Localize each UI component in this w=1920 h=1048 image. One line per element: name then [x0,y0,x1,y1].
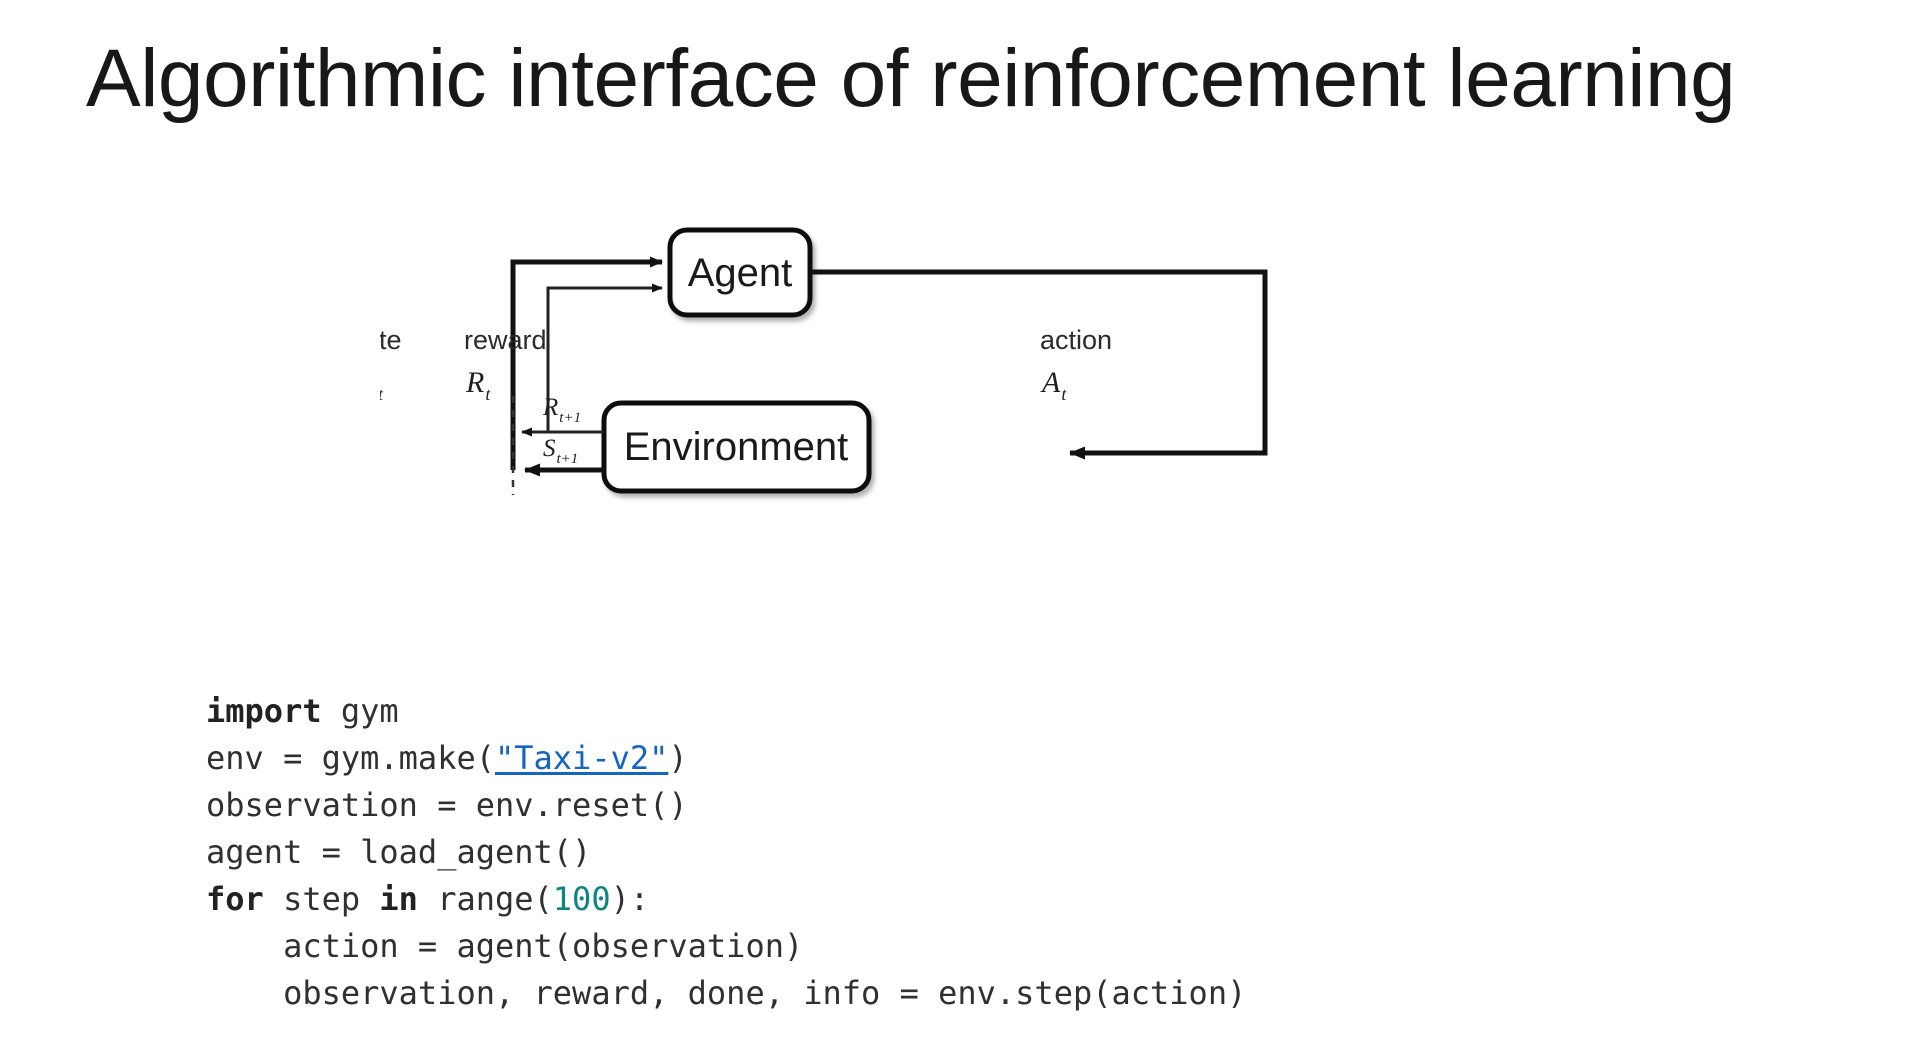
code-text: ) [668,739,688,777]
next-reward-symbol: Rt+1 [542,394,581,426]
code-text: agent = load_agent() [206,833,592,871]
code-text: observation = env.reset() [206,786,688,824]
next-state-symbol: St+1 [543,435,578,467]
reward-symbol: Rt [465,366,491,404]
reward-label: reward [464,325,547,355]
code-text: observation, reward, done, info = env.st… [206,974,1247,1012]
environment-box: Environment [601,400,872,494]
agent-box: Agent [667,227,813,318]
code-line: action = agent(observation) [206,923,1246,970]
code-line: import gym [206,688,1246,735]
code-text: action = agent(observation) [206,927,804,965]
code-link-taxi-v2[interactable]: "Taxi-v2" [494,739,669,777]
code-keyword: import [206,692,322,730]
action-path [810,269,1268,460]
state-label: state [380,325,402,355]
code-line: for step in range(100): [206,876,1246,923]
code-keyword: in [379,880,418,918]
code-text: ): [610,880,650,918]
code-text: step [263,880,380,918]
code-text: range( [417,880,553,918]
agent-box-label: Agent [688,251,793,295]
code-text: env = gym.make( [206,739,495,777]
code-line: env = gym.make("Taxi-v2") [206,735,1246,782]
state-symbol: St [380,366,384,404]
code-line: agent = load_agent() [206,829,1246,876]
reward-feedback-path [546,283,663,432]
code-line: observation, reward, done, info = env.st… [206,970,1246,1017]
rl-interaction-diagram: Agent Environment state St reward Rt [380,200,1400,540]
code-text: gym [321,692,399,730]
environment-box-label: Environment [624,425,849,469]
action-symbol: At [1040,366,1067,404]
code-keyword: for [206,880,264,918]
page-title: Algorithmic interface of reinforcement l… [86,33,1736,124]
action-label: action [1040,325,1112,355]
code-line: observation = env.reset() [206,782,1246,829]
code-number: 100 [552,880,611,918]
